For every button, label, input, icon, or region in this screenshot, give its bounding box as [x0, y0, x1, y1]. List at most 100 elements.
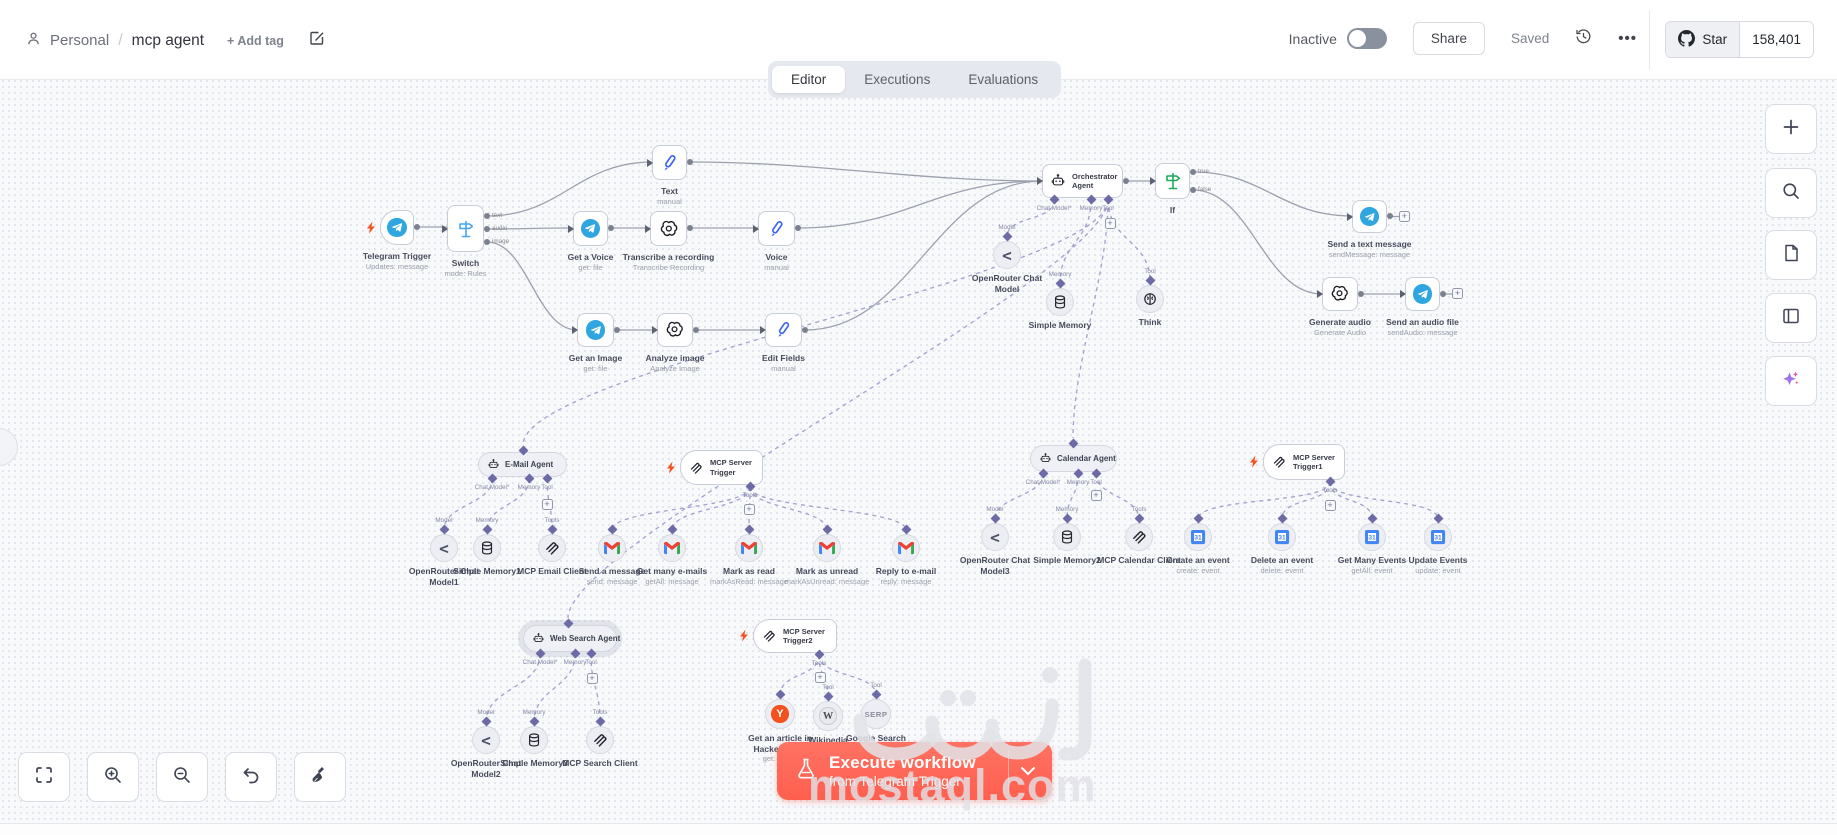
- add-connection-handle[interactable]: +: [743, 503, 755, 515]
- openai-icon: [665, 320, 684, 339]
- tidy-up-button[interactable]: [294, 752, 346, 802]
- node-label: MCP Search Client: [562, 758, 638, 768]
- node-label: Send a text message: [1327, 239, 1412, 249]
- update-events[interactable]: 31: [1424, 523, 1452, 551]
- simple-memory[interactable]: [1046, 288, 1074, 316]
- zoom-out-icon: [172, 765, 192, 790]
- simple-memory3[interactable]: [520, 726, 548, 754]
- more-options-button[interactable]: •••: [1618, 30, 1637, 47]
- connector-label: Model: [435, 517, 453, 524]
- active-toggle[interactable]: [1346, 28, 1387, 49]
- mcp-icon: [592, 732, 608, 748]
- email-agent[interactable]: E-Mail Agent: [478, 452, 567, 477]
- send-a-message[interactable]: [598, 534, 626, 562]
- zoom-out-button[interactable]: [156, 752, 208, 802]
- github-star-widget[interactable]: Star 158,401: [1665, 21, 1814, 58]
- telegram-icon: [585, 320, 606, 340]
- ai-assistant-button[interactable]: [1765, 356, 1817, 406]
- add-connection-handle[interactable]: +: [814, 671, 826, 683]
- if-icon: [1163, 171, 1183, 191]
- simple-memory2[interactable]: [1053, 523, 1081, 551]
- output-port: [802, 327, 808, 333]
- node-label: Text: [661, 186, 678, 196]
- edit-fields[interactable]: [765, 313, 802, 347]
- mcp-search-client[interactable]: [586, 726, 614, 754]
- search-button[interactable]: [1765, 168, 1817, 218]
- panels-button[interactable]: [1765, 293, 1817, 343]
- tab-evaluations[interactable]: Evaluations: [968, 72, 1039, 87]
- telegram-trigger[interactable]: [380, 210, 414, 245]
- add-connection-handle[interactable]: +: [541, 498, 553, 510]
- workflow-title[interactable]: mcp agent: [131, 31, 205, 49]
- edit-icon[interactable]: [309, 30, 325, 51]
- add-node-handle[interactable]: +: [1399, 210, 1410, 222]
- mark-as-read[interactable]: [735, 534, 763, 562]
- connector-label: Memory: [1066, 479, 1090, 486]
- create-an-event[interactable]: 31: [1184, 523, 1212, 551]
- github-icon: [1678, 29, 1696, 50]
- openrouter-icon: <: [990, 527, 1000, 547]
- connector-label: Tools: [1131, 506, 1147, 513]
- google-search[interactable]: SERP: [861, 699, 891, 729]
- execute-workflow-button[interactable]: Execute workflow from Telegram Trigger: [777, 742, 1052, 800]
- get-an-article-in-hacker-news[interactable]: Y: [765, 699, 795, 729]
- mark-as-unread[interactable]: [813, 534, 841, 562]
- get-a-voice[interactable]: [573, 211, 608, 246]
- send-an-audio-file[interactable]: [1405, 277, 1440, 311]
- share-button[interactable]: Share: [1412, 22, 1485, 55]
- connector-label: Model: [986, 506, 1004, 513]
- add-connection-handle[interactable]: +: [586, 672, 598, 684]
- add-connection-handle[interactable]: +: [1324, 499, 1336, 511]
- mcp-calendar-client[interactable]: [1125, 523, 1153, 551]
- node-label: OpenRouter Chat Model: [971, 273, 1043, 294]
- simple-memory1[interactable]: [473, 534, 501, 562]
- fit-view-button[interactable]: [18, 752, 70, 802]
- voice[interactable]: [758, 211, 795, 246]
- wikipedia[interactable]: W: [813, 701, 843, 731]
- openrouter-chat-model2[interactable]: <: [472, 726, 500, 754]
- get-many-emails[interactable]: [658, 534, 686, 562]
- openrouter-chat-model[interactable]: <: [993, 241, 1021, 269]
- openrouter-chat-model1[interactable]: <: [430, 534, 458, 562]
- tab-executions[interactable]: Executions: [864, 72, 931, 87]
- text[interactable]: [652, 145, 687, 180]
- lightning-icon: [1249, 455, 1259, 473]
- get-an-image[interactable]: [577, 313, 614, 347]
- calendar-agent[interactable]: Calendar Agent: [1030, 445, 1117, 472]
- switch[interactable]: [447, 205, 484, 252]
- chevron-down-icon[interactable]: [1020, 764, 1036, 782]
- send-a-text-message[interactable]: [1352, 200, 1387, 233]
- svg-text:31: 31: [1434, 535, 1442, 542]
- get-many-events[interactable]: 31: [1358, 523, 1386, 551]
- orchestrator-agent[interactable]: Orchestrator Agent: [1042, 164, 1123, 198]
- add-connection-handle[interactable]: +: [1090, 489, 1102, 501]
- breadcrumb-project[interactable]: Personal: [50, 32, 110, 49]
- zoom-in-button[interactable]: [87, 752, 139, 802]
- transcribe-a-recording[interactable]: [650, 211, 687, 246]
- analyze-image[interactable]: [657, 313, 693, 347]
- delete-an-event[interactable]: 31: [1268, 523, 1296, 551]
- mcp-server-trigger[interactable]: MCP Server Trigger: [680, 450, 763, 485]
- add-tag-button[interactable]: + Add tag: [227, 33, 284, 48]
- reply-to-email[interactable]: [892, 534, 920, 562]
- web-search-agent[interactable]: Web Search Agent: [523, 625, 620, 652]
- mcp-server-trigger2[interactable]: MCP Server Trigger2: [753, 619, 837, 653]
- add-connection-handle[interactable]: +: [1104, 217, 1116, 229]
- mcp-server-trigger1[interactable]: MCP Server Trigger1: [1263, 444, 1345, 480]
- flask-icon: [795, 757, 817, 786]
- openrouter-chat-model3[interactable]: <: [981, 523, 1009, 551]
- node-label: Get an Image: [568, 353, 623, 363]
- add-node-handle[interactable]: +: [1452, 288, 1463, 299]
- undo-button[interactable]: [225, 752, 277, 802]
- mcp-email-client[interactable]: [538, 534, 566, 562]
- history-icon[interactable]: [1575, 28, 1592, 50]
- add-node-button[interactable]: [1765, 104, 1817, 154]
- input-port: [753, 224, 759, 233]
- think[interactable]: [1136, 285, 1164, 313]
- node-subtitle: send: message: [586, 577, 638, 586]
- if[interactable]: [1155, 163, 1190, 199]
- templates-button[interactable]: [1765, 230, 1817, 280]
- generate-audio[interactable]: [1322, 277, 1358, 311]
- tab-editor[interactable]: Editor: [772, 66, 846, 93]
